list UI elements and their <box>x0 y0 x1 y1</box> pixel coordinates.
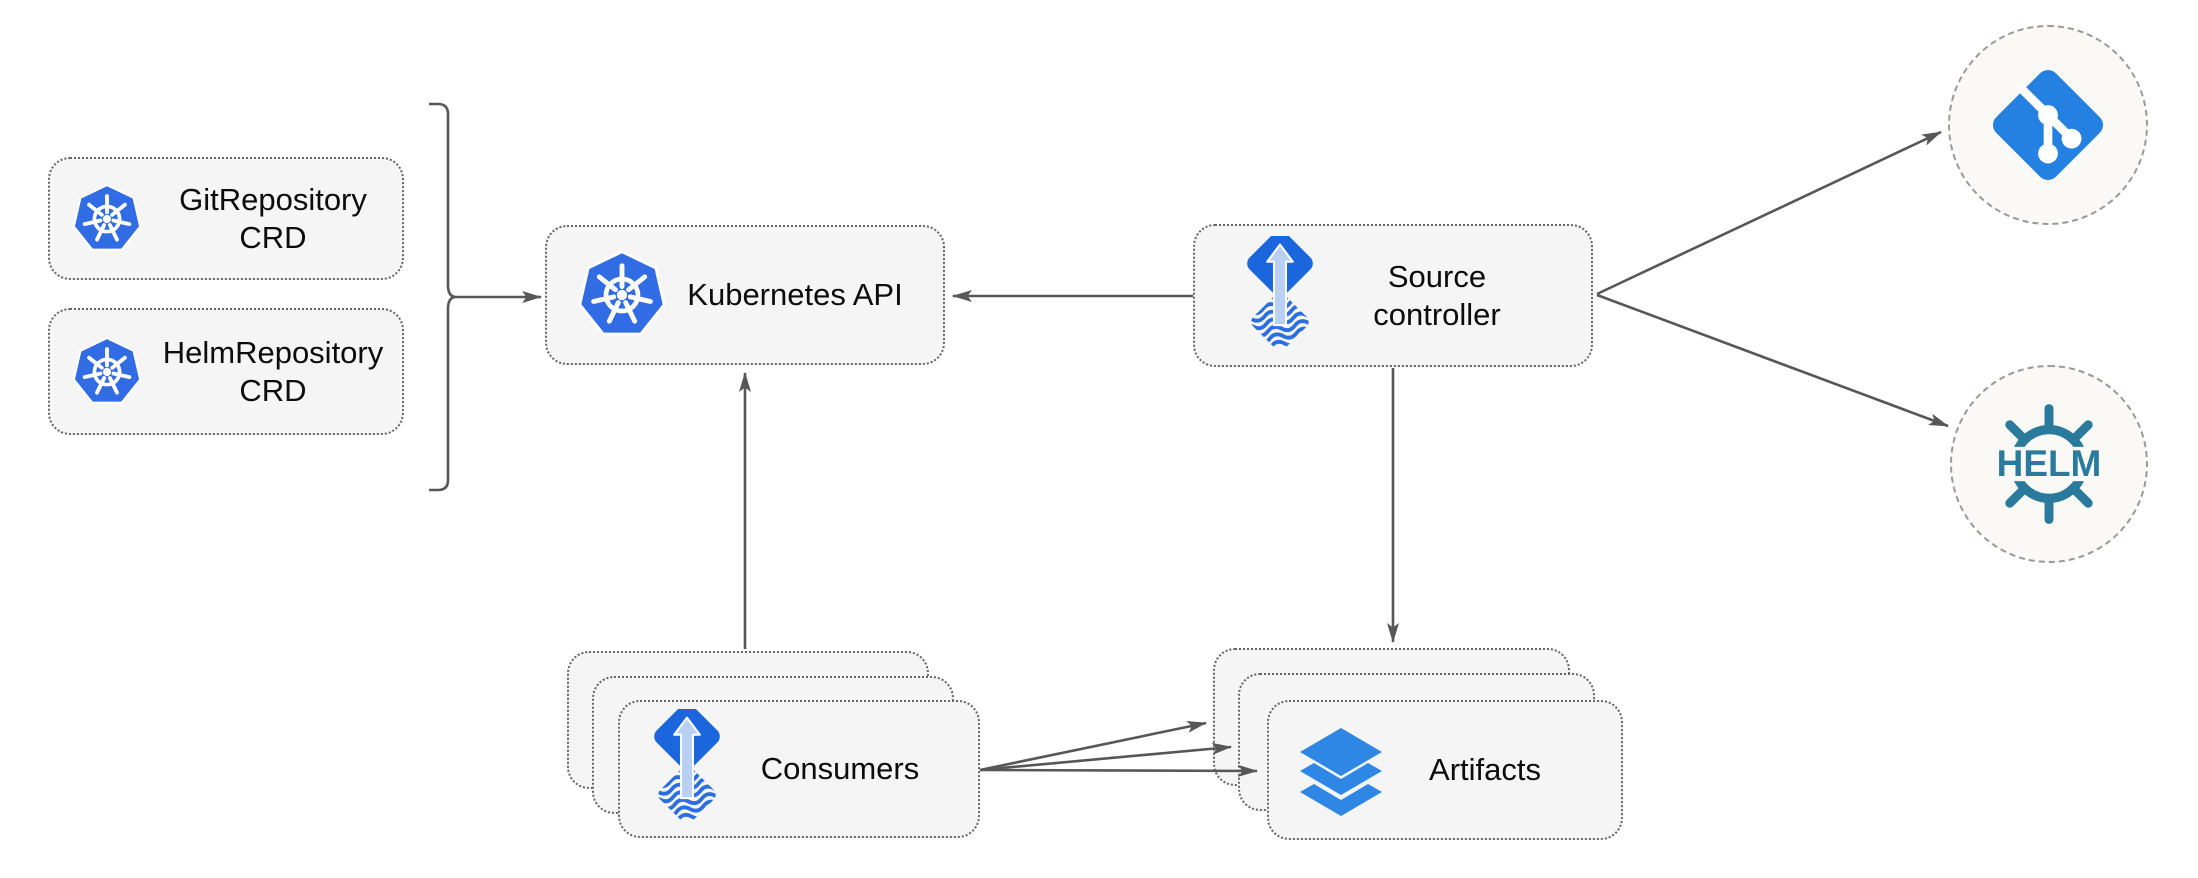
node-helmrepository-crd: HelmRepository CRD <box>48 308 404 435</box>
kubernetes-icon <box>70 182 144 256</box>
node-kubernetes-api: Kubernetes API <box>545 225 945 365</box>
edge-consumers-to-artifacts-2 <box>979 742 1232 772</box>
node-label: HelmRepository CRD <box>144 334 402 408</box>
edge-source-controller-to-helm <box>1596 293 1949 428</box>
node-label: Artifacts <box>1429 752 1541 788</box>
node-git-endpoint <box>1948 25 2148 225</box>
kubernetes-icon <box>70 335 144 409</box>
node-label: GitRepository CRD <box>144 181 402 255</box>
crd-group-bracket <box>429 102 457 492</box>
edge-source-controller-to-git <box>1596 130 1942 296</box>
node-consumers: Consumers <box>618 700 980 838</box>
node-label: Consumers <box>760 751 920 787</box>
node-source-controller: Source controller <box>1193 224 1593 367</box>
flux-source-icon <box>1237 236 1323 356</box>
node-label-line2: controller <box>1373 296 1501 332</box>
node-artifacts: Artifacts <box>1267 700 1623 840</box>
node-gitrepository-crd: GitRepository CRD <box>48 157 404 280</box>
helm-icon: HELM <box>1983 404 2115 524</box>
node-label: Source controller <box>1323 258 1591 332</box>
kubernetes-icon <box>575 248 669 342</box>
node-label-line1: Source <box>1387 259 1487 295</box>
edge-consumers-to-artifacts-1 <box>979 720 1207 772</box>
node-label: Kubernetes API <box>687 277 903 313</box>
layers-icon <box>1291 720 1391 820</box>
node-label-line2: CRD <box>239 372 307 408</box>
node-label-line1: HelmRepository <box>162 335 384 371</box>
node-label-line1: GitRepository <box>179 182 367 218</box>
node-label-line2: CRD <box>239 219 307 255</box>
git-icon <box>1986 63 2110 187</box>
helm-wordmark-band <box>1983 446 2115 482</box>
helm-wordmark: HELM <box>1997 443 2102 484</box>
node-helm-endpoint: HELM <box>1950 365 2148 563</box>
flux-source-icon <box>644 709 730 829</box>
